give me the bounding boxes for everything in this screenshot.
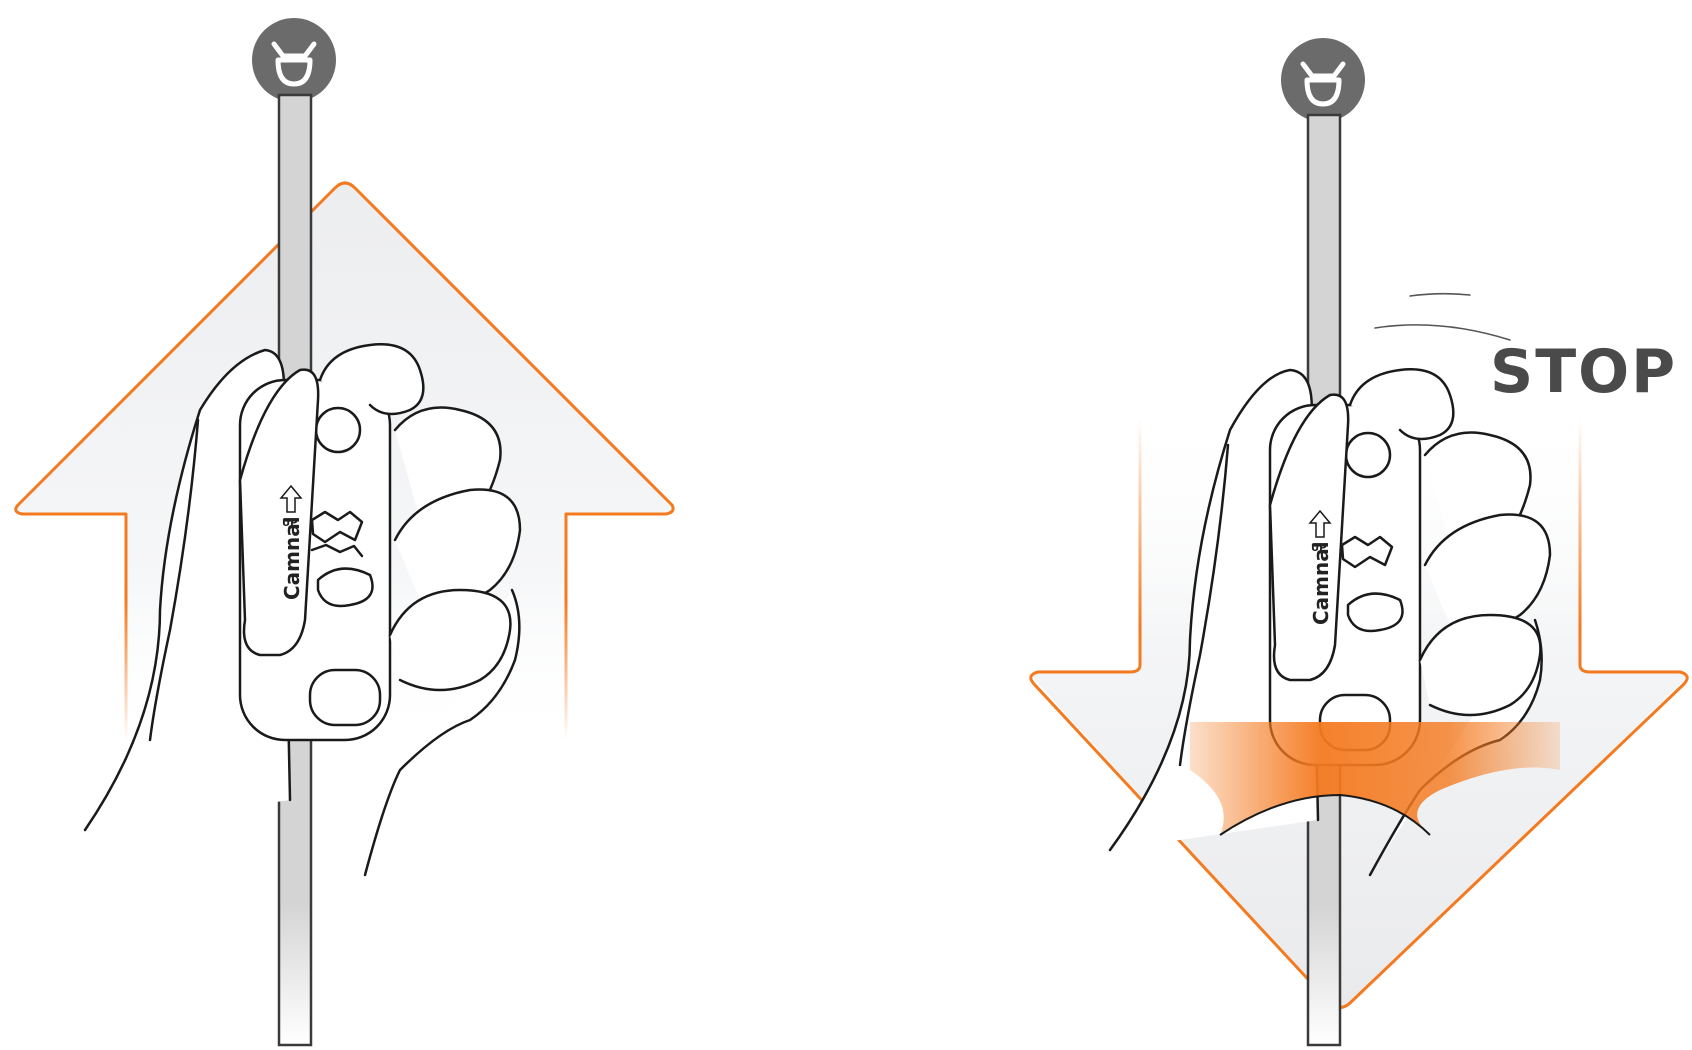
brand-logo-stop: Camnal	[1309, 541, 1333, 625]
up-arrow-small-icon	[279, 484, 303, 513]
up-indicator-stop: UP	[1308, 509, 1332, 554]
up-indicator: UP	[279, 484, 303, 529]
motion-lines	[1374, 292, 1511, 341]
device-brand-label: Camnal	[280, 516, 304, 600]
up-arrow-outline	[14, 181, 675, 740]
climber-hand	[83, 343, 522, 877]
device-brand-label-stop: Camnal	[1309, 541, 1333, 625]
stop-callout: STOP !	[1490, 337, 1692, 407]
brake-impact-lines	[1219, 793, 1431, 836]
anchor-icon	[252, 18, 336, 102]
up-arrow-small-icon-stop	[1308, 509, 1332, 538]
panel-stop: STOP ! Camnal UP	[1029, 38, 1692, 1047]
brand-logo: Camnal	[280, 516, 304, 600]
device-up-label: UP	[282, 518, 297, 529]
device-up-label-stop: UP	[1311, 543, 1326, 554]
panel-ascend: Camnal UP	[14, 18, 675, 1047]
brake-impact-effect	[1190, 722, 1560, 835]
anchor-icon-stop	[1281, 38, 1365, 122]
